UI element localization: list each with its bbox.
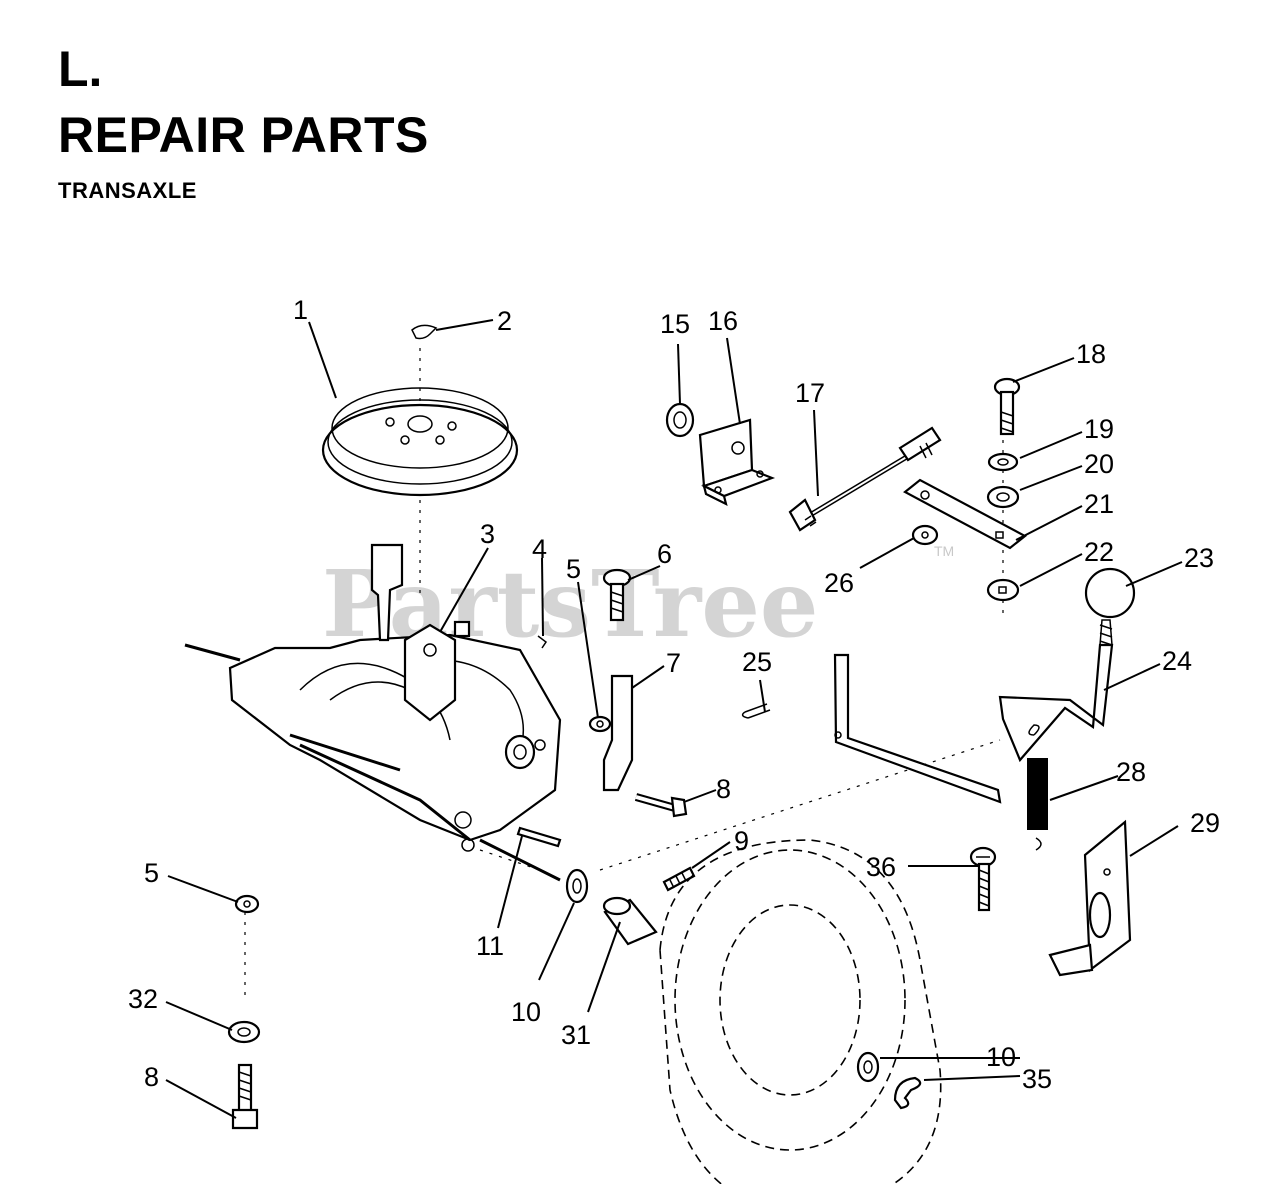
callout-1: 1	[293, 295, 308, 325]
part-bolt-36	[969, 846, 997, 912]
part-bracket-7	[602, 674, 634, 792]
callout-leaders	[165, 319, 1183, 1119]
callout-numbers: 1 2 3 4 5 6 7 8 9 10 11 15 16 17 18 19 2…	[128, 295, 1220, 1094]
part-nut-26	[911, 524, 939, 546]
callout-8: 8	[716, 774, 731, 804]
callout-11: 11	[476, 931, 504, 961]
part-nut-lower	[234, 894, 260, 914]
callout-29: 29	[1190, 808, 1220, 838]
part-washer-15	[665, 402, 695, 438]
part-pulley	[321, 387, 519, 497]
part-shift-lever	[998, 619, 1114, 763]
callout-24: 24	[1162, 646, 1192, 676]
part-control-rod	[788, 426, 942, 532]
part-washer-20	[986, 485, 1020, 509]
callout-10: 10	[511, 997, 541, 1027]
part-cotter-pin	[741, 703, 771, 719]
callout-35: 35	[1022, 1064, 1052, 1094]
part-key	[411, 324, 438, 340]
part-bolt-18	[993, 377, 1021, 436]
watermark-tm: TM	[934, 543, 954, 559]
callout-36: 36	[866, 852, 896, 882]
page-title: REPAIR PARTS	[58, 107, 429, 163]
callout-31: 31	[561, 1020, 591, 1050]
callout-21: 21	[1084, 489, 1114, 519]
callout-20: 20	[1084, 449, 1114, 479]
callout-10-lower: 10	[986, 1042, 1016, 1072]
callout-16: 16	[708, 306, 738, 336]
section-letter: L.	[58, 41, 103, 97]
callout-17: 17	[795, 378, 825, 408]
part-bracket-16	[698, 418, 776, 507]
callout-18: 18	[1076, 339, 1106, 369]
part-knob	[1084, 567, 1136, 619]
callout-26: 26	[824, 568, 854, 598]
part-washer-10-lower	[856, 1051, 880, 1083]
part-bolt-8-lower	[231, 1063, 259, 1130]
part-washer-10-upper	[565, 868, 589, 904]
part-nut-upper	[588, 715, 612, 733]
part-axle-key	[516, 826, 562, 848]
callout-9: 9	[734, 826, 749, 856]
part-wheel	[659, 839, 942, 1184]
callout-7: 7	[666, 648, 681, 678]
part-lockwasher-19	[987, 452, 1019, 472]
part-washer-22	[986, 578, 1020, 602]
part-transaxle	[184, 543, 562, 882]
part-pin	[537, 635, 548, 649]
callout-6: 6	[657, 539, 672, 569]
part-spacer	[602, 896, 658, 946]
page-subtitle: TRANSAXLE	[58, 178, 197, 203]
part-bolt-6	[602, 568, 632, 622]
callout-2: 2	[497, 306, 512, 336]
part-crank-rod	[833, 653, 1002, 804]
part-spring-pin	[662, 866, 696, 892]
part-bolt-8-upper	[634, 793, 688, 818]
callout-5-lower: 5	[144, 858, 159, 888]
callout-25: 25	[742, 647, 772, 677]
part-washer-32	[227, 1020, 261, 1044]
part-clip	[893, 1076, 922, 1110]
callout-15: 15	[660, 309, 690, 339]
callout-4: 4	[532, 534, 547, 564]
callout-28: 28	[1116, 757, 1146, 787]
callout-23: 23	[1184, 543, 1214, 573]
callout-19: 19	[1084, 414, 1114, 444]
part-spring	[1027, 724, 1048, 851]
callout-32: 32	[128, 984, 158, 1014]
callout-22: 22	[1084, 537, 1114, 567]
callout-3: 3	[480, 519, 495, 549]
callout-5: 5	[566, 554, 581, 584]
callout-8-lower: 8	[144, 1062, 159, 1092]
part-bracket-29	[1048, 819, 1132, 977]
